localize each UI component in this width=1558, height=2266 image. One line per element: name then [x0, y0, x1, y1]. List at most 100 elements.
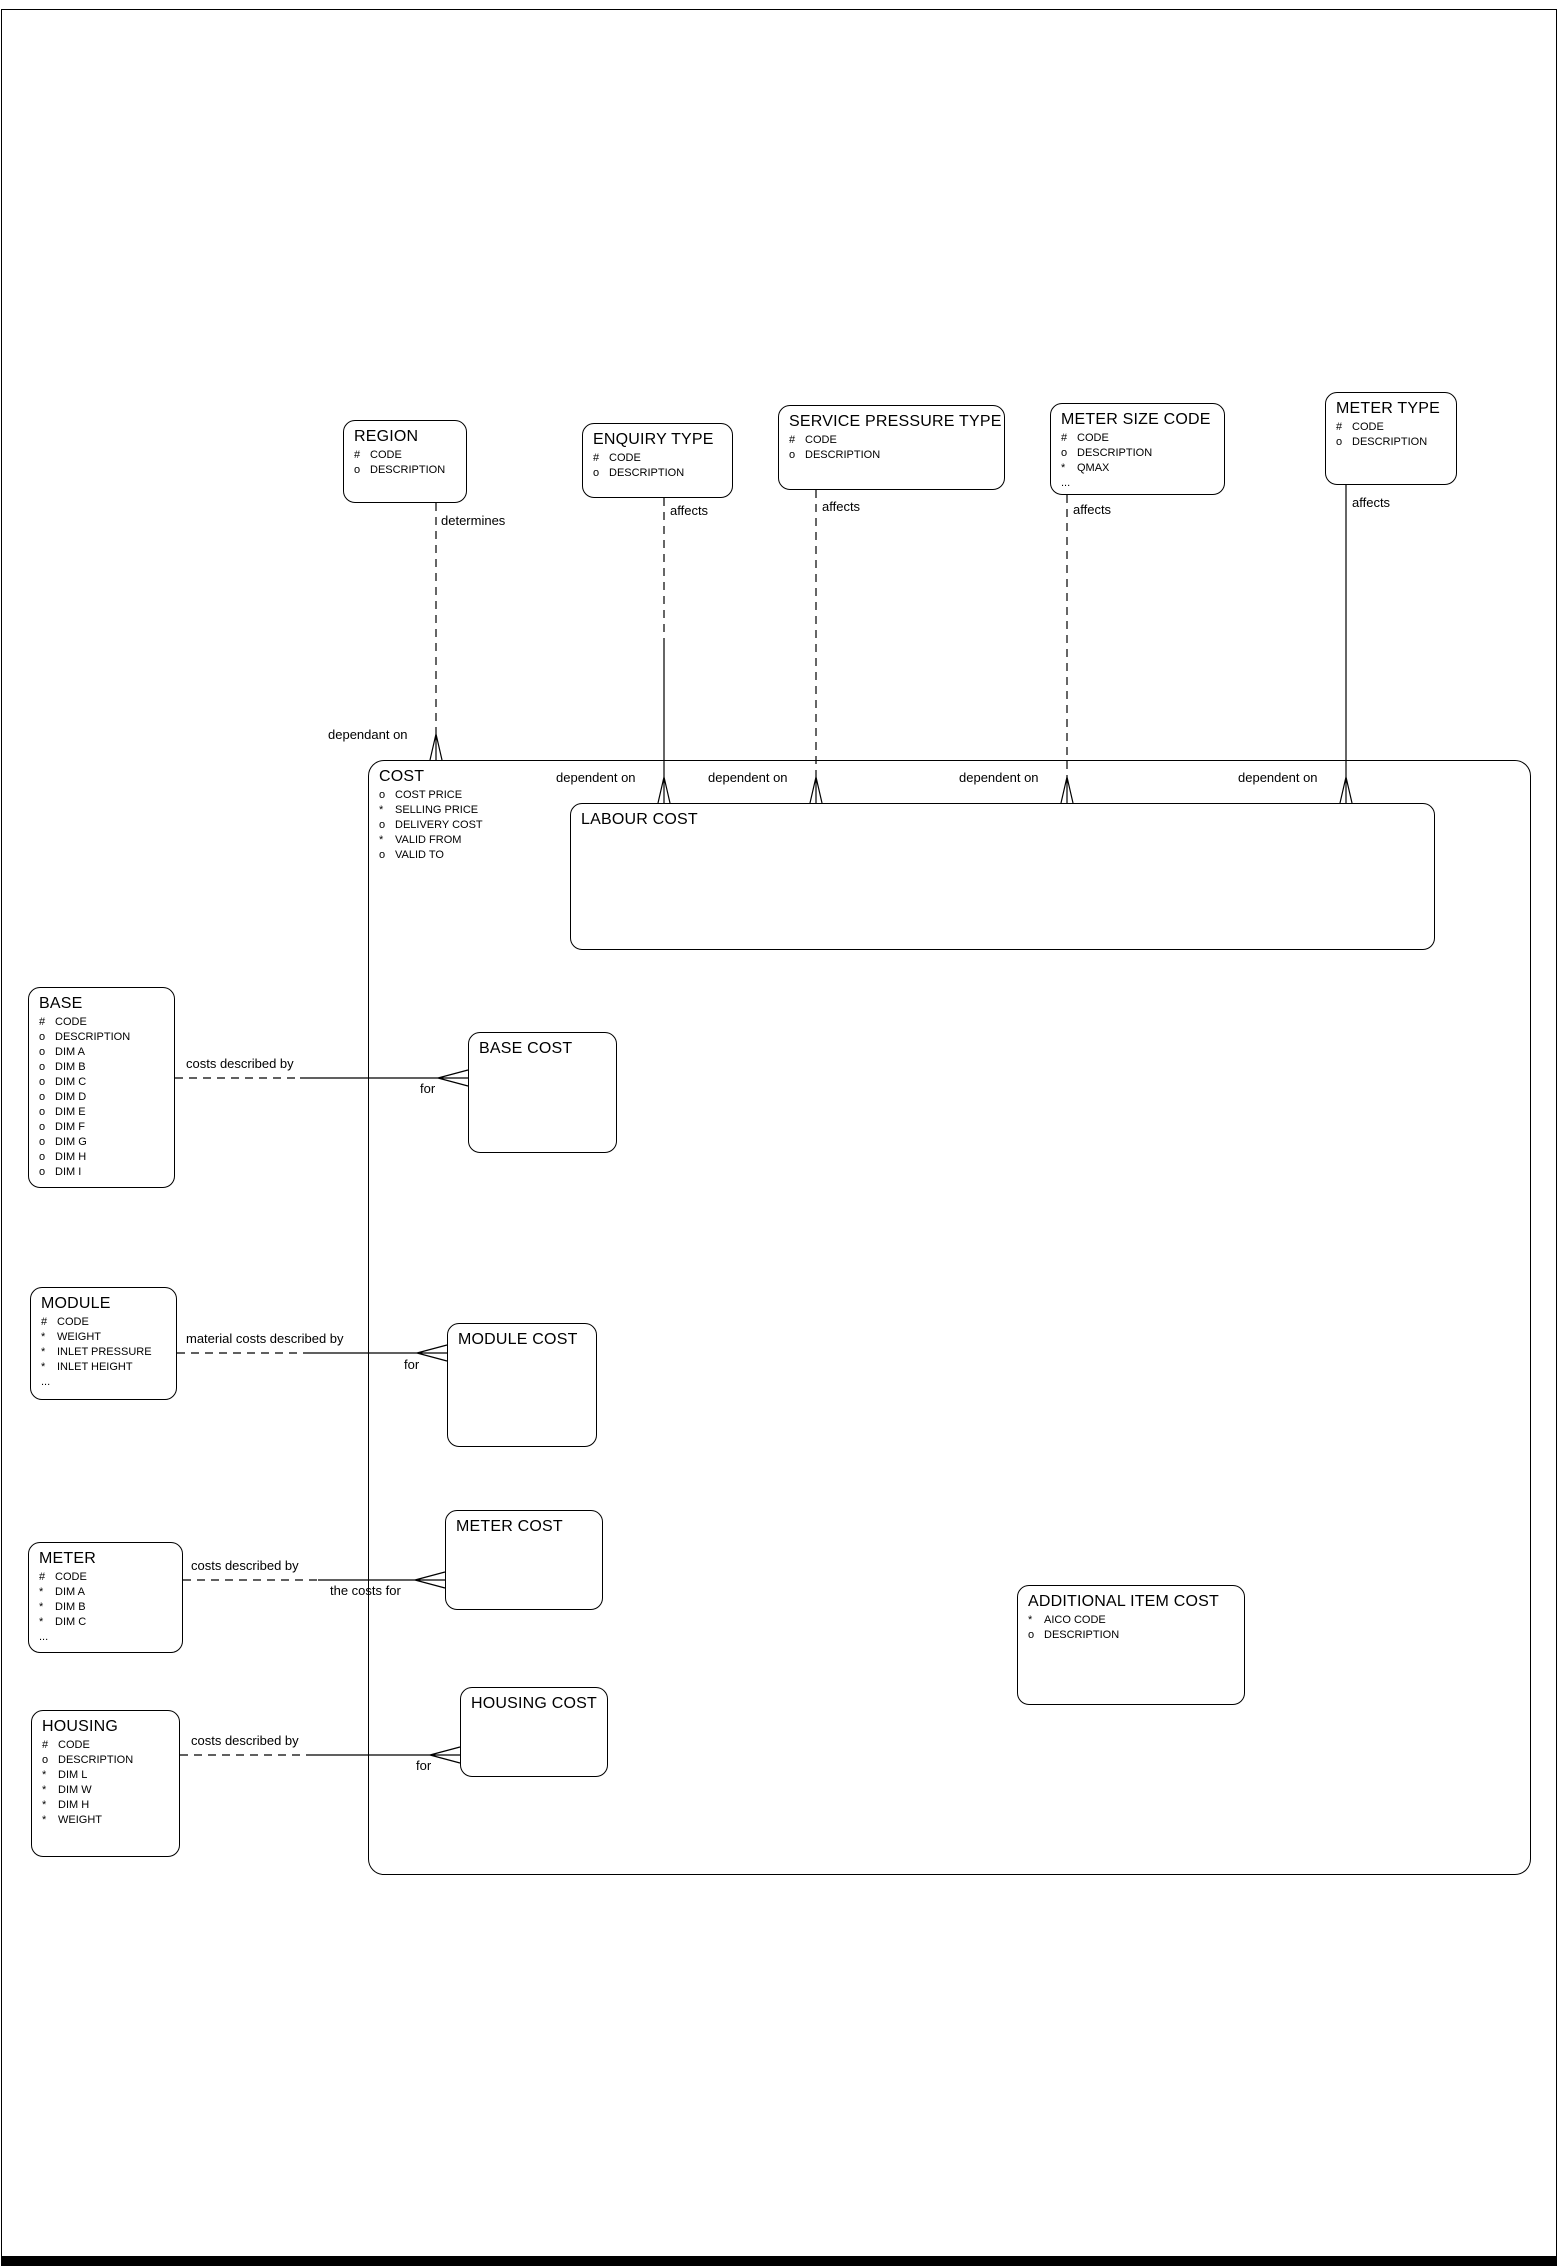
attribute-row: ...	[39, 1631, 49, 1643]
relationship-label-dependent-on-4: dependent on	[1238, 770, 1318, 785]
entity-title: MODULE COST	[458, 1331, 578, 1348]
relationship-label-for-base: for	[420, 1081, 436, 1096]
entity-title: METER SIZE CODE	[1061, 411, 1211, 428]
attribute-row: *WEIGHT	[41, 1331, 101, 1343]
entity-title: ENQUIRY TYPE	[593, 431, 714, 448]
relationship-label-affects-service-pressure: affects	[822, 499, 861, 514]
attribute-row: #CODE	[789, 434, 837, 446]
attribute-row: *DIM H	[42, 1799, 90, 1811]
attribute-row: #CODE	[593, 452, 641, 464]
entity-title: METER COST	[456, 1518, 563, 1535]
attribute-row: *DIM C	[39, 1616, 87, 1628]
relationship-label-costs-described-by-meter: costs described by	[191, 1558, 299, 1573]
attribute-row: #CODE	[1061, 432, 1109, 444]
attribute-row: #CODE	[42, 1739, 90, 1751]
relationship-label-for-housing: for	[416, 1758, 432, 1773]
attribute-row: *AICO CODE	[1028, 1614, 1106, 1626]
relationship-enquiry-type-cost	[657, 498, 671, 804]
relationship-service-pressure-type-cost	[809, 490, 823, 804]
entity-title: BASE COST	[479, 1040, 573, 1057]
relationship-label-material-costs-described-by: material costs described by	[186, 1331, 344, 1346]
entity-housing-cost: HOUSING COST	[460, 1687, 608, 1777]
entity-title: HOUSING COST	[471, 1695, 597, 1712]
relationship-label-affects-meter-type: affects	[1352, 495, 1391, 510]
entity-title: MODULE	[41, 1295, 111, 1312]
relationship-label-dependant-on: dependant on	[328, 727, 408, 742]
relationship-label-determines: determines	[441, 513, 506, 528]
entity-title: HOUSING	[42, 1718, 119, 1735]
attribute-row: *WEIGHT	[42, 1814, 102, 1826]
relationship-meter-size-code-cost	[1060, 495, 1074, 804]
relationship-label-costs-described-by-base: costs described by	[186, 1056, 294, 1071]
attribute-row: #CODE	[39, 1016, 87, 1028]
entity-meter: METER #CODE *DIM A *DIM B *DIM C...	[28, 1542, 183, 1653]
attribute-row: *DIM B	[39, 1601, 86, 1613]
entity-module: MODULE #CODE*WEIGHT*INLET PRESSURE*INLET…	[30, 1287, 177, 1400]
attribute-row: *DIM A	[39, 1586, 85, 1598]
relationship-label-dependent-on-2: dependent on	[708, 770, 788, 785]
attribute-row: *DIM L	[42, 1769, 88, 1781]
relationship-label-dependent-on-1: dependent on	[556, 770, 636, 785]
attribute-row: *INLET PRESSURE	[41, 1346, 152, 1358]
attribute-row: *DIM W	[42, 1784, 92, 1796]
attribute-row: *SELLING PRICE	[379, 804, 479, 816]
entity-title: SERVICE PRESSURE TYPE	[789, 413, 1002, 430]
attribute-row: ...	[41, 1376, 51, 1388]
attribute-list: #CODE *DIM A *DIM B *DIM C...	[39, 1570, 174, 1645]
entity-title: METER	[39, 1550, 96, 1567]
entity-title: COST	[379, 768, 425, 785]
relationship-label-the-costs-for: the costs for	[330, 1583, 401, 1598]
attribute-row: ...	[1061, 477, 1071, 489]
relationship-label-affects-meter-size: affects	[1073, 502, 1112, 517]
relationship-label-costs-described-by-housing: costs described by	[191, 1733, 299, 1748]
relationship-label-affects-enquiry: affects	[670, 503, 709, 518]
entity-meter-cost: METER COST	[445, 1510, 603, 1610]
attribute-row: #CODE	[39, 1571, 87, 1583]
relationship-meter-type-cost	[1339, 485, 1353, 804]
entity-title: ADDITIONAL ITEM COST	[1028, 1593, 1219, 1610]
attribute-row: *QMAX	[1061, 462, 1110, 474]
attribute-row: *VALID FROM	[379, 834, 462, 846]
entity-title: REGION	[354, 428, 419, 445]
entity-labour-cost: LABOUR COST	[570, 803, 1435, 950]
attribute-row: #CODE	[354, 449, 402, 461]
entity-title: BASE	[39, 995, 83, 1012]
entity-title: METER TYPE	[1336, 400, 1440, 417]
attribute-row: #CODE	[1336, 421, 1384, 433]
attribute-row: #CODE	[41, 1316, 89, 1328]
attribute-list: #CODE*WEIGHT*INLET PRESSURE*INLET HEIGHT…	[41, 1315, 168, 1390]
